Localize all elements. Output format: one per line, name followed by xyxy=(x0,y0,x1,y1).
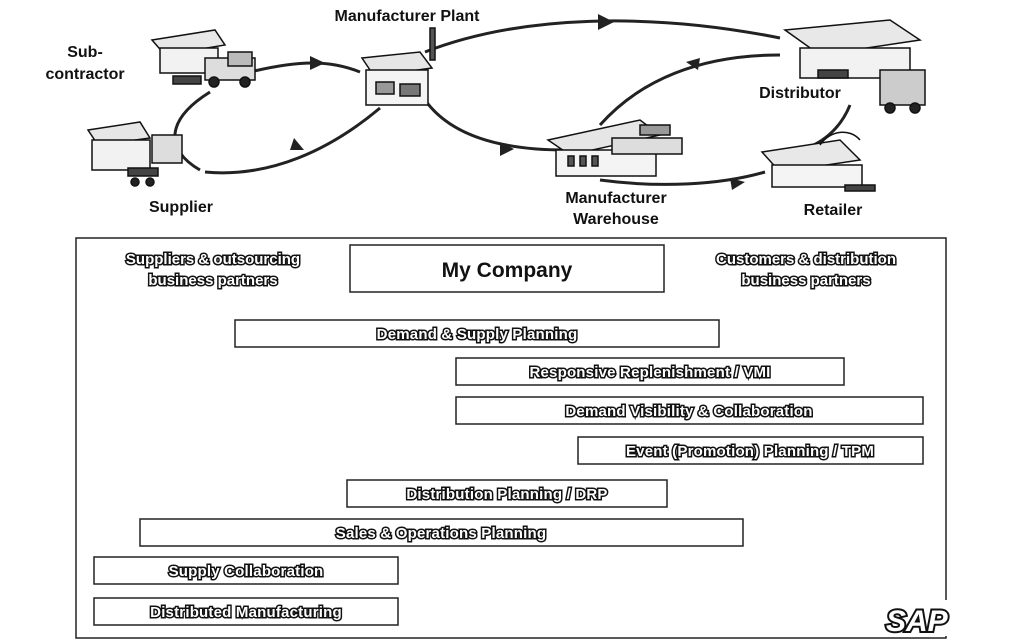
suppliers-partners-line1: Suppliers & outsourcing xyxy=(126,251,300,268)
coverage-chart: Suppliers & outsourcing business partner… xyxy=(76,238,946,638)
process-label: Sales & Operations Planning xyxy=(336,525,546,542)
warehouse-illustration xyxy=(548,120,682,176)
process-label: Demand & Supply Planning xyxy=(377,326,578,343)
process-bar: Distribution Planning / DRP xyxy=(347,480,667,507)
arrow-icon xyxy=(290,138,304,150)
subcontractor-label-line1: Sub- xyxy=(67,44,103,61)
sap-logo: SAP xyxy=(882,600,949,638)
arrow-icon xyxy=(310,56,325,70)
subcontractor-label-line2: contractor xyxy=(45,66,124,83)
warehouse-label-line1: Manufacturer xyxy=(565,190,666,207)
manufacturer-plant-label: Manufacturer Plant xyxy=(335,8,481,25)
flow-loops xyxy=(175,21,850,184)
process-label: Supply Collaboration xyxy=(169,563,324,580)
process-bar: Distributed Manufacturing xyxy=(94,598,398,625)
flow-line-subcontractor-plant xyxy=(250,63,360,72)
network-diagram: Sub- contractor Manufacturer Plant Suppl… xyxy=(45,8,925,228)
distributor-label: Distributor xyxy=(759,85,841,102)
supplier-illustration xyxy=(88,122,182,186)
sap-logo-text: SAP xyxy=(886,605,949,638)
process-label: Event (Promotion) Planning / TPM xyxy=(626,443,874,460)
process-label: Demand Visibility & Collaboration xyxy=(565,403,812,420)
process-bar: Demand Visibility & Collaboration xyxy=(456,397,923,424)
process-bar: Event (Promotion) Planning / TPM xyxy=(578,437,923,464)
subcontractor-illustration xyxy=(152,30,255,87)
retailer-label: Retailer xyxy=(804,202,863,219)
process-bar: Demand & Supply Planning xyxy=(235,320,719,347)
flow-arrows xyxy=(290,14,745,190)
process-bar: Sales & Operations Planning xyxy=(140,519,743,546)
process-bar: Responsive Replenishment / VMI xyxy=(456,358,844,385)
suppliers-partners-line2: business partners xyxy=(148,272,277,289)
flow-line-plant-warehouse xyxy=(425,100,565,150)
customers-partners-line1: Customers & distribution xyxy=(716,251,896,268)
my-company-label: My Company xyxy=(442,259,573,282)
process-label: Distribution Planning / DRP xyxy=(406,486,607,503)
process-label: Distributed Manufacturing xyxy=(150,604,342,621)
arrow-icon xyxy=(598,14,614,30)
process-bar: Supply Collaboration xyxy=(94,557,398,584)
manufacturer-plant-illustration xyxy=(362,28,435,105)
flow-line-warehouse-distributor xyxy=(600,55,780,125)
flow-line-supplier-plant xyxy=(205,108,380,173)
customers-partners-line2: business partners xyxy=(741,272,870,289)
node-illustrations xyxy=(88,20,925,191)
process-label: Responsive Replenishment / VMI xyxy=(529,364,770,381)
warehouse-label-line2: Warehouse xyxy=(573,211,659,228)
supplier-label: Supplier xyxy=(149,199,213,216)
